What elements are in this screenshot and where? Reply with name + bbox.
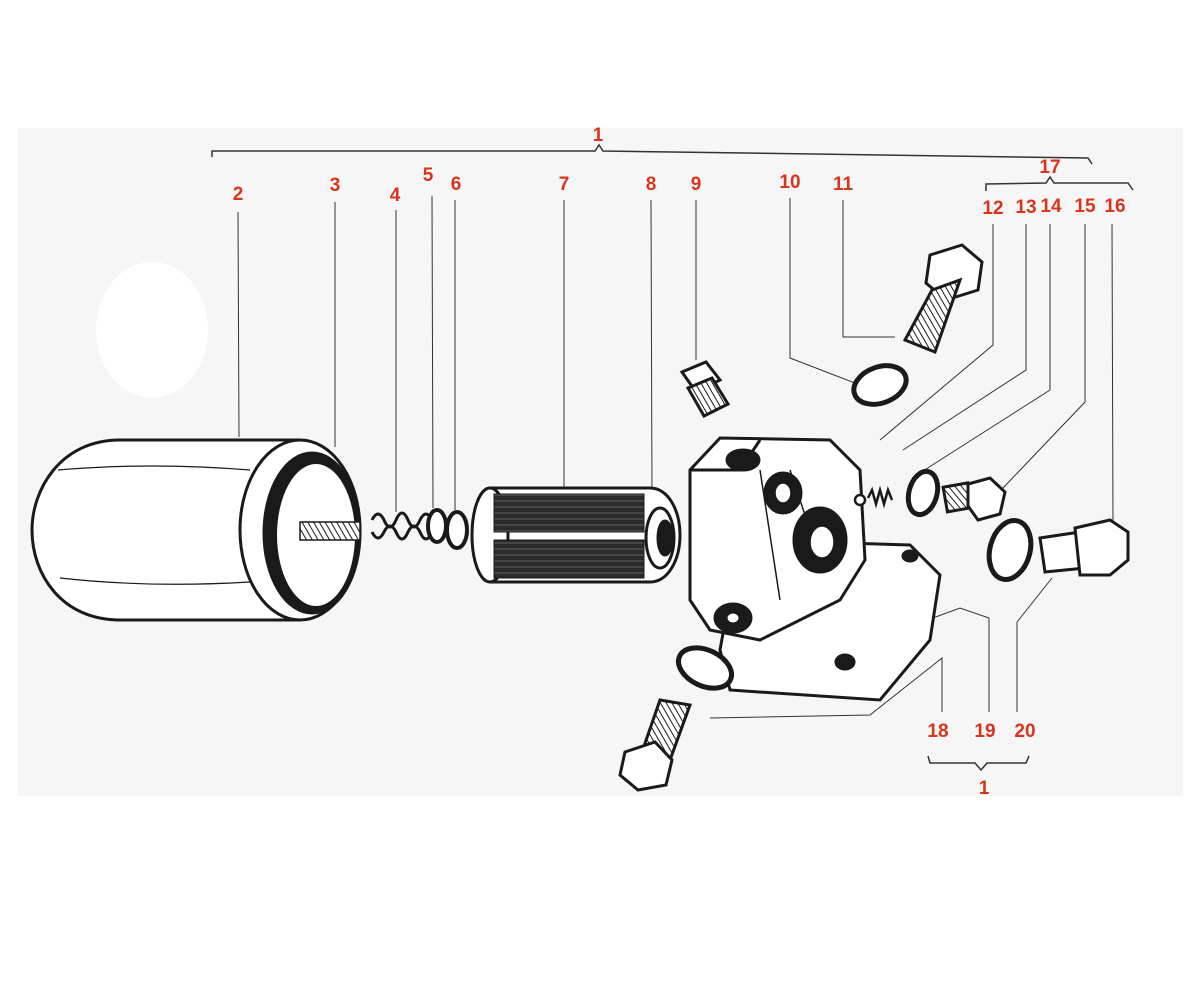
label-part-5: 5	[423, 165, 434, 186]
valve-screw	[941, 476, 1007, 522]
vent-screw	[679, 360, 731, 418]
assembly-bracket-top	[211, 143, 1093, 165]
label-part-3: 3	[330, 175, 341, 196]
callout-labels: 1 2 3 4 5 6 7 8 9 10 11 17 12 13 14 15 1…	[233, 125, 1126, 799]
washer-19	[986, 518, 1034, 582]
label-part-18: 18	[927, 721, 948, 742]
label-group-17: 17	[1039, 157, 1060, 178]
washer-10	[851, 363, 909, 407]
label-part-2: 2	[233, 184, 244, 205]
washer-6	[445, 510, 469, 550]
label-part-20: 20	[1014, 721, 1035, 742]
washer-14	[905, 468, 941, 518]
label-part-19: 19	[974, 721, 995, 742]
panel-highlight	[96, 262, 208, 398]
label-part-10: 10	[779, 172, 800, 193]
element-seal	[644, 506, 676, 570]
valve-spring	[853, 485, 894, 509]
label-part-13: 13	[1015, 197, 1036, 218]
label-assembly-bottom: 1	[979, 778, 990, 799]
label-part-16: 16	[1104, 196, 1125, 217]
bolt-11	[902, 243, 984, 354]
bottom-bolt	[618, 698, 693, 792]
spring	[370, 511, 434, 541]
filter-element	[470, 486, 682, 584]
label-part-7: 7	[559, 174, 570, 195]
washer-18	[676, 645, 734, 691]
label-part-6: 6	[451, 174, 462, 195]
banjo-bolt	[1038, 518, 1130, 577]
group-17-bracket	[985, 175, 1134, 191]
label-assembly-top: 1	[593, 125, 604, 146]
label-part-8: 8	[646, 174, 657, 195]
label-part-9: 9	[691, 174, 702, 195]
small-seal	[426, 508, 448, 544]
label-part-11: 11	[833, 174, 854, 195]
label-part-15: 15	[1074, 196, 1096, 217]
label-part-14: 14	[1040, 196, 1062, 217]
filter-head	[688, 436, 942, 702]
label-part-4: 4	[390, 185, 401, 206]
label-part-12: 12	[982, 198, 1003, 219]
assembly-bracket-bottom	[927, 755, 1030, 772]
filter-bowl	[30, 438, 362, 622]
